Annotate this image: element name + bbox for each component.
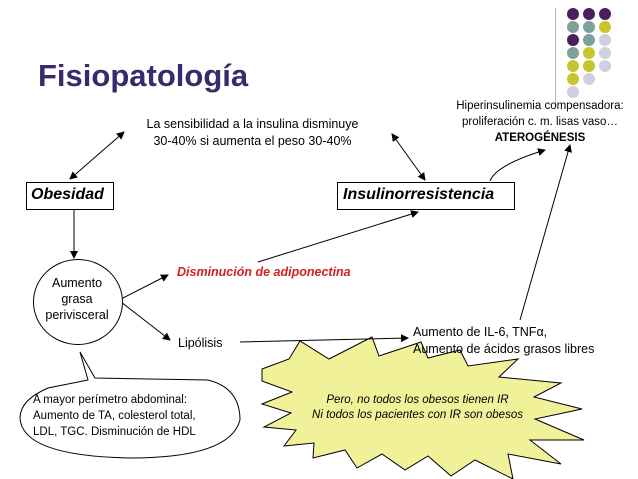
bubble-line-2: Aumento de TA, colesterol total, bbox=[33, 410, 196, 422]
decorative-dot bbox=[583, 21, 595, 33]
decorative-dot bbox=[599, 47, 611, 59]
il6-line-2: Aumento de ácidos grasos libres bbox=[413, 342, 595, 356]
hiperinsulinemia-text: Hiperinsulinemia compensadora: prolifera… bbox=[442, 98, 638, 146]
aumento-line-3: perivisceral bbox=[45, 308, 109, 322]
decorative-dot bbox=[567, 21, 579, 33]
decorative-dot bbox=[567, 86, 579, 98]
decorative-dot bbox=[567, 47, 579, 59]
arrow-il6-hiper bbox=[519, 144, 572, 321]
decorative-dot bbox=[567, 34, 579, 46]
aumento-grasa-text: Aumento grasa perivisceral bbox=[33, 275, 121, 323]
star-burst-text: Pero, no todos los obesos tienen IR Ni t… bbox=[305, 393, 530, 423]
obesidad-box bbox=[26, 182, 114, 210]
sensibilidad-line-1: La sensibilidad a la insulina disminuye bbox=[146, 117, 359, 131]
arrow-adiponectina-insulino bbox=[257, 210, 419, 263]
page-title: Fisiopatología bbox=[38, 58, 249, 93]
insulinorresistencia-label: Insulinorresistencia bbox=[343, 186, 495, 203]
obesidad-label: Obesidad bbox=[31, 186, 104, 203]
decorative-dot bbox=[567, 60, 579, 72]
hiper-line-1: Hiperinsulinemia compensadora: bbox=[456, 100, 624, 112]
decorative-dot bbox=[599, 60, 611, 72]
hiper-line-3: ATEROGÉNESIS bbox=[494, 132, 586, 144]
star-burst bbox=[260, 336, 585, 479]
arrow-obesidad-sensibilidad bbox=[69, 131, 125, 180]
aumento-line-1: Aumento bbox=[51, 276, 103, 290]
decorative-dot bbox=[599, 8, 611, 20]
decorative-dot bbox=[567, 8, 579, 20]
decorative-dot bbox=[583, 34, 595, 46]
insulinorresistencia-box bbox=[337, 182, 515, 210]
decorative-dot bbox=[567, 73, 579, 85]
decorative-dot bbox=[599, 34, 611, 46]
arrow-sensibilidad-insulino bbox=[391, 133, 426, 181]
il6-line-1: Aumento de IL-6, TNFα, bbox=[413, 325, 548, 339]
adiponectina-text: Disminución de adiponectina bbox=[177, 265, 351, 279]
aumento-line-2: grasa bbox=[61, 292, 93, 306]
star-line-1: Pero, no todos los obesos tienen IR bbox=[326, 394, 509, 406]
lipolisis-text: Lipólisis bbox=[178, 336, 223, 350]
decorative-dot bbox=[583, 60, 595, 72]
decorative-dot bbox=[583, 47, 595, 59]
speech-bubble-text: A mayor perímetro abdominal: Aumento de … bbox=[33, 392, 196, 440]
bubble-line-1: A mayor perímetro abdominal: bbox=[33, 394, 188, 406]
arrow-lipolisis-il6 bbox=[239, 334, 409, 343]
arrow-insulino-hiper bbox=[489, 148, 546, 182]
star-line-2: Ni todos los pacientes con IR son obesos bbox=[312, 409, 523, 421]
aumento-grasa-circle bbox=[33, 259, 123, 345]
decorative-dot bbox=[599, 21, 611, 33]
sensibilidad-line-2: 30-40% si aumenta el peso 30-40% bbox=[153, 134, 352, 148]
arrow-aumento-lipolisis bbox=[120, 301, 171, 341]
speech-bubble bbox=[19, 351, 241, 459]
decorative-vertical-line bbox=[555, 8, 556, 104]
sensibilidad-text: La sensibilidad a la insulina disminuye … bbox=[120, 116, 385, 150]
decorative-dot bbox=[583, 8, 595, 20]
bubble-line-3: LDL, TGC. Disminución de HDL bbox=[33, 426, 196, 438]
il6-text: Aumento de IL-6, TNFα, Aumento de ácidos… bbox=[413, 324, 594, 358]
arrow-aumento-adiponectina bbox=[120, 274, 169, 300]
hiper-line-2: proliferación c. m. lisas vaso… bbox=[462, 116, 618, 128]
decorative-dot bbox=[583, 73, 595, 85]
